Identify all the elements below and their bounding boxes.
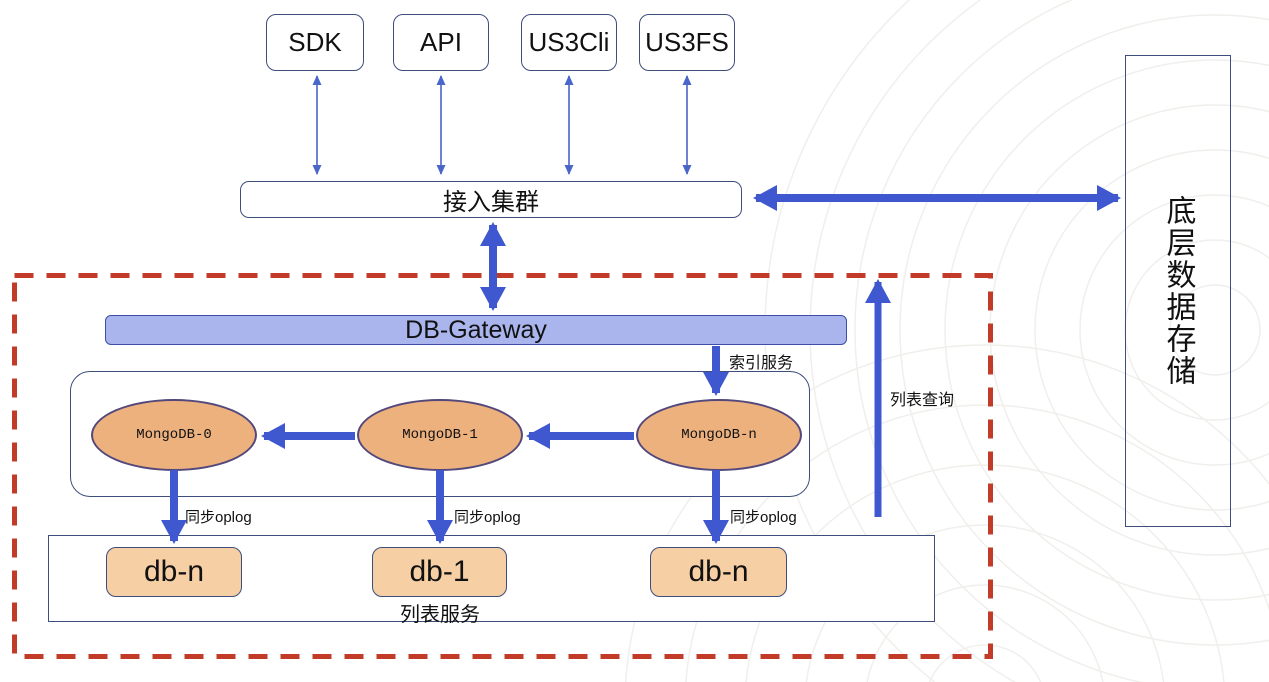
mongo-node-n: MongoDB-n (636, 399, 802, 471)
storage-label: 底层数据存储 (1161, 195, 1195, 387)
db-box-middle-label: db-1 (409, 555, 470, 588)
storage-box: 底层数据存储 (1125, 55, 1231, 527)
client-box-api: API (393, 14, 489, 71)
sync-oplog-label-0: 同步oplog (185, 509, 252, 526)
client-box-us3cli: US3Cli (521, 14, 617, 71)
db-box-right-label: db-n (688, 555, 749, 588)
access-cluster-label: 接入集群 (443, 189, 539, 216)
db-box-left: db-n (106, 547, 242, 597)
access-cluster-box: 接入集群 (240, 181, 742, 218)
list-query-label: 列表查询 (890, 392, 955, 409)
mongo-node-0: MongoDB-0 (91, 399, 257, 471)
list-service-label: 列表服务 (400, 604, 480, 626)
client-label-api: API (420, 27, 462, 57)
mongo-node-n-label: MongoDB-n (681, 427, 757, 443)
db-box-middle: db-1 (372, 547, 507, 597)
mongo-node-0-label: MongoDB-0 (136, 427, 212, 443)
mongo-node-1: MongoDB-1 (357, 399, 523, 471)
client-box-sdk: SDK (266, 14, 364, 71)
client-label-us3fs: US3FS (645, 27, 729, 57)
db-box-right: db-n (650, 547, 787, 597)
client-box-us3fs: US3FS (639, 14, 735, 71)
db-gateway-bar: DB-Gateway (105, 315, 847, 345)
sync-oplog-label-1: 同步oplog (454, 509, 521, 526)
mongo-node-1-label: MongoDB-1 (402, 427, 478, 443)
db-gateway-label: DB-Gateway (405, 315, 547, 344)
index-service-label: 索引服务 (729, 355, 794, 372)
db-box-left-label: db-n (143, 555, 205, 588)
sync-oplog-label-2: 同步oplog (730, 509, 797, 526)
client-label-us3cli: US3Cli (528, 27, 610, 57)
client-label-sdk: SDK (288, 27, 342, 57)
